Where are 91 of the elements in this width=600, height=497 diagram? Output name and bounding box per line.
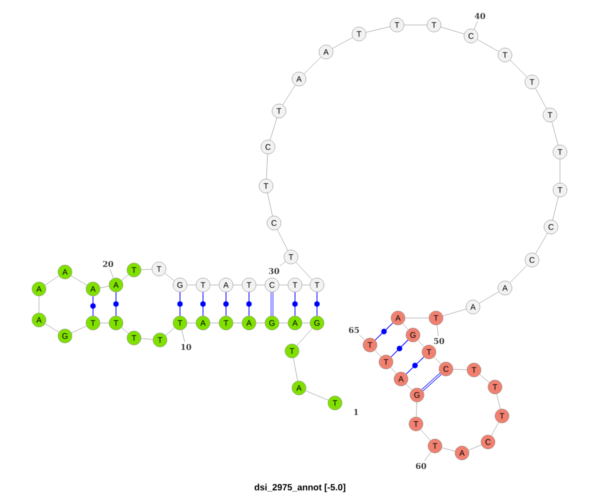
- backbone-line: [452, 369, 468, 370]
- position-number: 30: [269, 268, 280, 274]
- backbone-line: [210, 322, 220, 324]
- backbone-line: [256, 322, 266, 324]
- backbone-line: [416, 402, 417, 418]
- backbone-line: [420, 429, 431, 441]
- backbone-line: [44, 276, 60, 286]
- backbone-line: [267, 192, 273, 216]
- base-pair-line: [200, 292, 206, 316]
- backbone-line: [390, 367, 396, 374]
- backbone-line: [165, 327, 175, 336]
- base-pair-line: [90, 296, 96, 316]
- backbone-line: [232, 284, 242, 286]
- position-number: 65: [348, 326, 359, 334]
- backbone-line: [477, 39, 499, 52]
- backbone-line: [276, 229, 288, 251]
- backbone-line: [374, 350, 382, 357]
- backbone-line: [186, 322, 196, 324]
- backbone-line: [38, 296, 40, 314]
- backbone-line: [296, 328, 312, 346]
- backbone-line: [418, 340, 424, 347]
- position-number: 60: [416, 462, 426, 470]
- leader-line: [424, 452, 432, 462]
- backbone-line: [121, 274, 129, 281]
- base-pair-line: [292, 292, 298, 316]
- backbone-line: [210, 284, 220, 286]
- backbone-line: [232, 322, 242, 324]
- backbone-line: [44, 324, 60, 332]
- backbone-line: [535, 88, 547, 109]
- backbone-line: [302, 322, 310, 324]
- backbone-line: [266, 154, 268, 180]
- backbone-line: [278, 322, 288, 324]
- backbone-line: [186, 284, 196, 286]
- position-number: 40: [474, 12, 486, 20]
- base-pair-line: [422, 372, 442, 392]
- base-pair-line: [374, 322, 394, 340]
- backbone-line: [305, 390, 329, 400]
- backbone-line: [404, 24, 428, 26]
- position-number: 10: [181, 344, 192, 350]
- base-pair-line: [177, 292, 183, 316]
- backbone-line: [256, 284, 266, 286]
- backbone-line: [121, 327, 129, 334]
- base-pair-line: [406, 356, 424, 374]
- backbone-line: [296, 262, 312, 280]
- backbone-line: [100, 322, 110, 324]
- backbone-line: [140, 338, 154, 340]
- backbone-line: [442, 448, 456, 452]
- backbone-line: [479, 374, 490, 383]
- backbone-line: [510, 264, 528, 284]
- backbone-line: [402, 323, 408, 330]
- leader-line: [359, 334, 365, 340]
- leader-line: [436, 324, 439, 336]
- leader-line: [182, 330, 185, 342]
- leader-line: [110, 268, 114, 279]
- caption: dsi_2975_annot [-5.0]: [254, 484, 346, 492]
- backbone-line: [270, 118, 278, 140]
- backbone-line: [302, 284, 310, 286]
- backbone-line: [552, 122, 558, 146]
- backbone-line: [510, 60, 528, 78]
- backbone-line: [332, 37, 353, 49]
- backbone-line: [164, 273, 175, 281]
- backbone-line: [366, 26, 390, 33]
- base-pair-line: [390, 340, 408, 358]
- base-pair-line: [113, 292, 119, 316]
- base-pair-line: [246, 292, 252, 316]
- base-pair-line: [314, 292, 320, 316]
- backbone-line: [535, 232, 548, 254]
- backbone-line: [442, 308, 466, 316]
- backbone-line: [552, 196, 559, 220]
- backbone-line: [406, 384, 412, 390]
- backbone-line: [304, 56, 322, 74]
- backbone-line: [440, 26, 464, 34]
- backbone-line: [293, 358, 298, 382]
- leader-line: [474, 20, 478, 30]
- backbone-line: [434, 356, 442, 364]
- leader-line: [280, 261, 286, 266]
- backbone-line: [496, 394, 501, 410]
- base-pair-line: [223, 292, 229, 316]
- backbone-line: [468, 444, 482, 450]
- backbone-line: [140, 269, 152, 270]
- backbone-line: [70, 275, 88, 286]
- backbone-line: [478, 291, 500, 304]
- backbone-line: [100, 286, 110, 288]
- backbone-line: [71, 326, 87, 334]
- position-number: 1: [354, 409, 358, 415]
- position-number: 50: [434, 338, 444, 344]
- position-number: 20: [102, 260, 114, 268]
- backbone-line: [282, 84, 296, 106]
- backbone-line: [491, 422, 499, 436]
- base-pair-line: [270, 292, 274, 316]
- backbone-line: [278, 284, 288, 286]
